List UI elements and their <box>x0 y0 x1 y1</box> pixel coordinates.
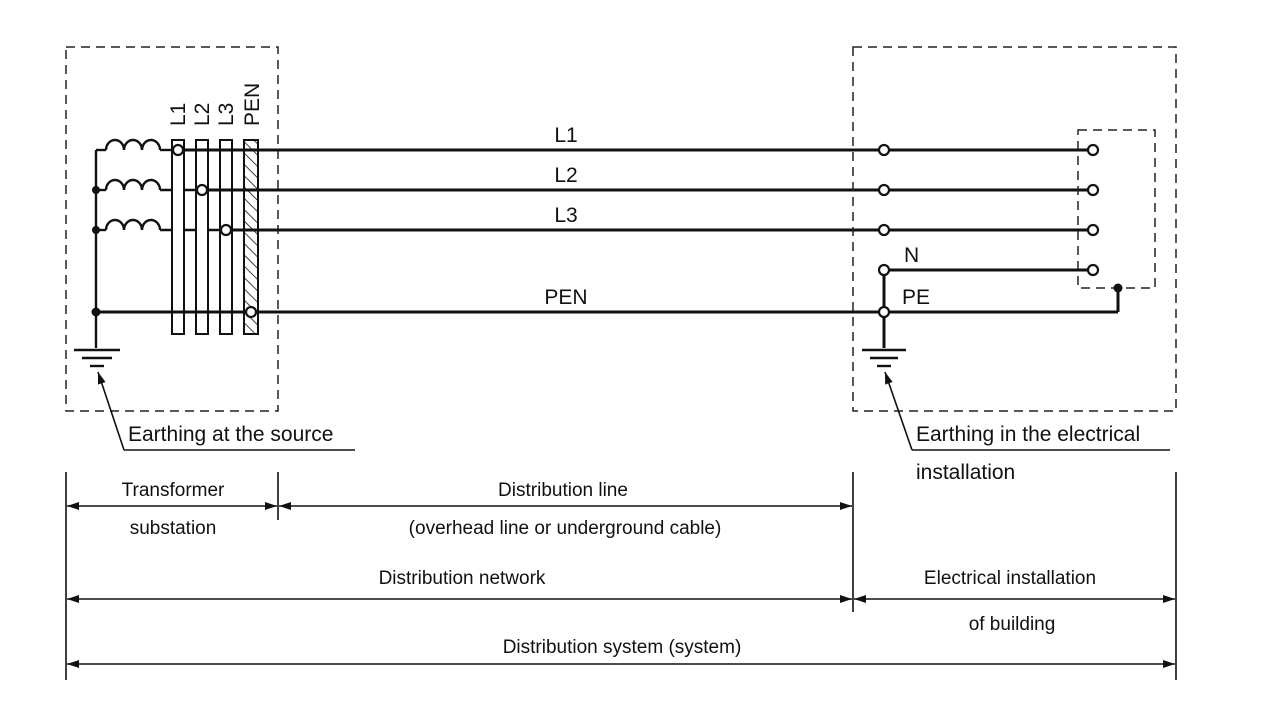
transformer-substation-label-line1: Transformer <box>122 480 225 501</box>
line-label-l3: L3 <box>554 204 577 227</box>
distribution-system-label: Distribution system (system) <box>503 637 742 658</box>
busbar-label-pen: PEN <box>241 83 264 126</box>
line-label-pen: PEN <box>544 286 587 309</box>
label-pe: PE <box>902 286 930 309</box>
line-label-l1: L1 <box>554 124 577 147</box>
electrical-installation-boundary <box>852 46 1177 412</box>
distribution-line-label-line1: Distribution line <box>498 480 628 501</box>
electrical-installation-label-line1: Electrical installation <box>924 568 1096 589</box>
source-earthing-callout <box>97 371 355 451</box>
line-label-l2: L2 <box>554 164 577 187</box>
installation-earth-symbol <box>862 348 906 368</box>
busbars <box>171 139 259 335</box>
busbar-label-l3: L3 <box>215 103 238 126</box>
source-earthing-label: Earthing at the source <box>128 423 333 446</box>
installation-earthing-callout <box>884 371 1170 451</box>
distribution-line-label-line2: (overhead line or underground cable) <box>409 518 722 539</box>
installation-earthing-label-line1: Earthing in the electrical <box>916 423 1140 446</box>
label-n: N <box>904 244 919 267</box>
extension-lines <box>65 472 1177 680</box>
electrical-installation-label-line2: of building <box>969 614 1056 635</box>
source-earth-symbol <box>74 348 120 368</box>
transformer-substation-label-line2: substation <box>130 518 217 539</box>
busbar-label-l1: L1 <box>167 103 190 126</box>
distribution-network-label: Distribution network <box>379 568 546 589</box>
installation-earthing-label-line2: installation <box>916 461 1015 484</box>
transformer-windings <box>96 138 162 232</box>
busbar-label-l2: L2 <box>191 103 214 126</box>
